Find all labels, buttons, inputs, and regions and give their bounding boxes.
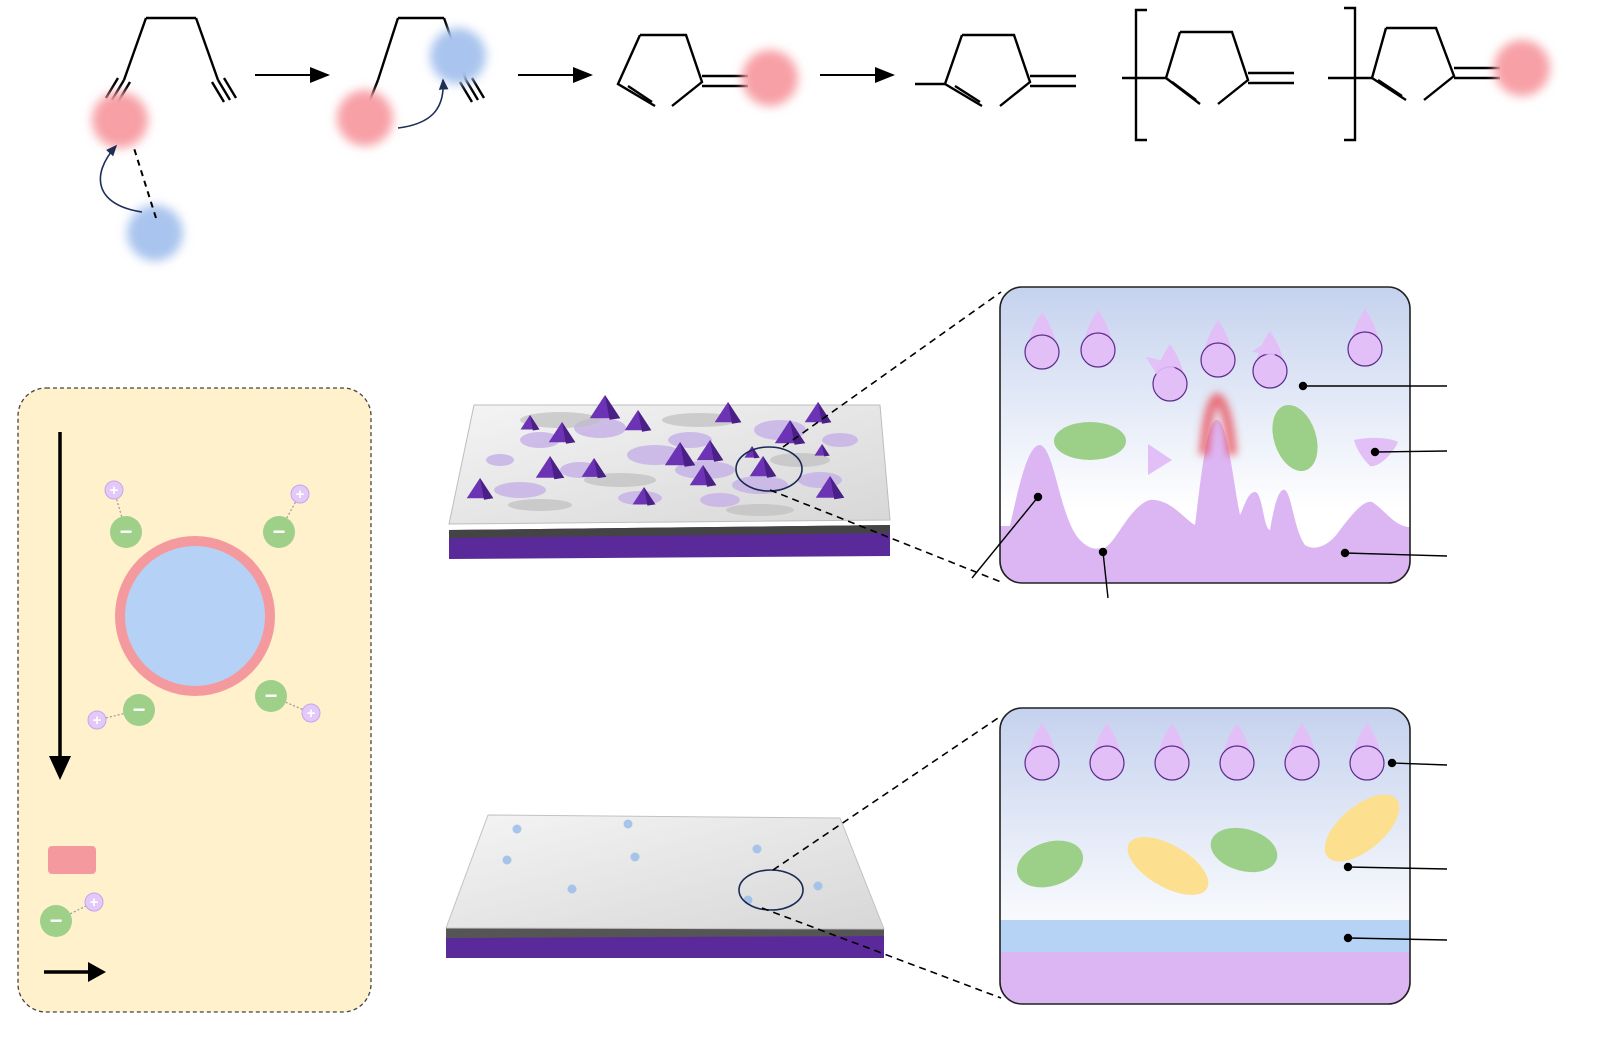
cyclopentene-intermediate bbox=[616, 33, 748, 108]
reactive-site-blue-1 bbox=[127, 205, 183, 261]
sphere-with-tail bbox=[1080, 310, 1116, 368]
zoom-panel-rough bbox=[971, 286, 1448, 599]
rough-polymer-surface bbox=[1000, 420, 1410, 583]
sphere-with-tail bbox=[1347, 309, 1383, 367]
yellow-ellipse bbox=[1127, 837, 1209, 895]
smooth-film bbox=[445, 814, 885, 958]
zoom-panel-smooth bbox=[999, 707, 1448, 1005]
spike bbox=[689, 465, 717, 487]
ion-pair-icon: −+ bbox=[263, 484, 310, 548]
spike bbox=[466, 478, 494, 500]
heat-hotspot bbox=[1199, 392, 1237, 456]
yellow-ellipse bbox=[1324, 794, 1400, 862]
spike bbox=[696, 440, 724, 462]
zoom1-callouts bbox=[971, 381, 1448, 599]
zoom2-species bbox=[1016, 723, 1400, 895]
polymer-chain-end bbox=[1328, 6, 1500, 142]
sphere-with-tail bbox=[1349, 723, 1385, 781]
particle-dot bbox=[623, 819, 633, 829]
spike bbox=[520, 415, 540, 431]
spike bbox=[664, 442, 696, 467]
zoom2-callouts bbox=[1343, 758, 1448, 943]
ion-pair-icon: −+ bbox=[87, 694, 155, 730]
particle-dot bbox=[512, 824, 522, 834]
positive-sign: + bbox=[307, 705, 316, 722]
negative-sign: − bbox=[265, 683, 278, 708]
spike bbox=[535, 456, 565, 480]
reactive-site-pink-4 bbox=[1494, 40, 1550, 96]
particle-dot bbox=[752, 844, 762, 854]
reactive-site-pink-2 bbox=[337, 90, 393, 146]
spike bbox=[814, 444, 830, 457]
spike bbox=[815, 476, 845, 500]
sphere-with-tail bbox=[1219, 723, 1255, 781]
spike bbox=[714, 402, 742, 424]
interlayer bbox=[1000, 920, 1410, 952]
polymer-repeat-unit-icon bbox=[1122, 8, 1294, 142]
zoom-circle-smooth bbox=[738, 869, 804, 911]
sphere-with-tail bbox=[1024, 723, 1060, 781]
sphere-with-tail bbox=[1089, 723, 1125, 781]
rough-film bbox=[448, 395, 891, 559]
positive-sign: + bbox=[90, 894, 99, 911]
sphere-with-tail bbox=[1024, 312, 1060, 370]
negative-sign: − bbox=[120, 519, 133, 544]
negative-sign: − bbox=[133, 697, 146, 722]
spike bbox=[749, 456, 777, 478]
positive-sign: + bbox=[110, 482, 119, 499]
ion-pair-icon: −+ bbox=[104, 480, 142, 548]
diyne-molecule bbox=[104, 16, 238, 103]
spike bbox=[632, 487, 656, 506]
particle-dot bbox=[567, 884, 577, 894]
reactive-site-pink-1 bbox=[92, 92, 148, 148]
dashed-interaction-line bbox=[132, 144, 157, 219]
positive-sign: + bbox=[93, 712, 102, 729]
smooth-polymer-base bbox=[1000, 952, 1410, 1004]
particle-dot bbox=[813, 881, 823, 891]
zoom-connectors bbox=[761, 291, 1002, 999]
negative-sign: − bbox=[50, 908, 63, 933]
green-ellipse bbox=[1272, 405, 1318, 471]
ion-pair-icon: −+ bbox=[255, 680, 321, 723]
particle-core bbox=[125, 546, 265, 686]
cyclopentene-unit bbox=[915, 33, 1076, 108]
sphere-with-tail bbox=[1284, 723, 1320, 781]
embedded-particles bbox=[502, 819, 823, 905]
free-fragment bbox=[1148, 444, 1172, 475]
particle-dot bbox=[630, 852, 640, 862]
particle-dot bbox=[502, 855, 512, 865]
reactive-site-blue-2 bbox=[430, 28, 486, 84]
reactive-site-pink-3 bbox=[742, 50, 798, 106]
green-ellipse bbox=[1210, 827, 1278, 873]
spike bbox=[548, 422, 576, 444]
negative-sign: − bbox=[273, 519, 286, 544]
green-ellipse bbox=[1016, 840, 1084, 888]
ion-pairs: −+−+−+−+−+ bbox=[40, 480, 321, 937]
spike bbox=[589, 395, 621, 420]
legend-panel: −+−+−+−+−+ bbox=[17, 387, 372, 1013]
spike bbox=[581, 458, 607, 479]
positive-sign: + bbox=[296, 486, 305, 503]
green-ellipse bbox=[1054, 422, 1126, 460]
curved-electron-arrow-1 bbox=[99, 144, 143, 213]
curved-electron-arrow-2 bbox=[397, 78, 449, 129]
sphere-with-tail bbox=[1154, 723, 1190, 781]
zoom-circle-rough bbox=[735, 446, 803, 492]
legend-shell-swatch bbox=[48, 846, 96, 874]
zoom1-species bbox=[1024, 309, 1398, 475]
spike bbox=[624, 410, 652, 432]
sphere-with-tail bbox=[1200, 320, 1236, 378]
ion-pair-icon: −+ bbox=[40, 892, 104, 937]
reaction-scheme bbox=[92, 6, 1550, 261]
